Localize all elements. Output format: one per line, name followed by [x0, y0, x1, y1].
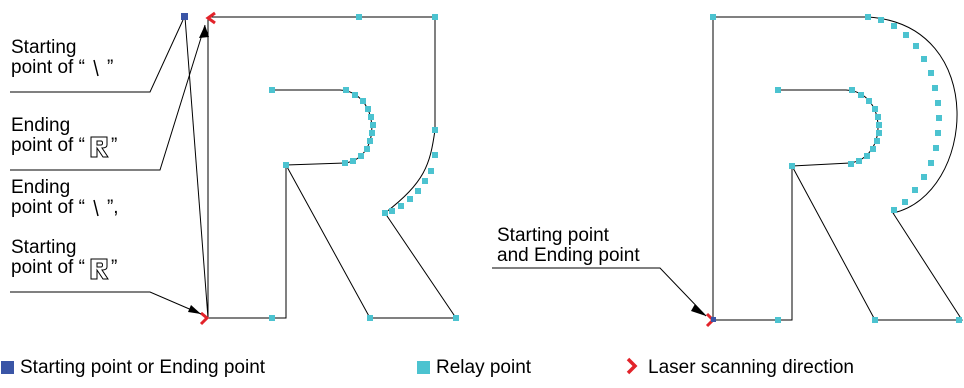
label-right-line2: and Ending point — [497, 245, 640, 266]
label-start-bar-prefix: point of “ — [11, 57, 85, 78]
endpoint-marker-icon — [1, 361, 14, 374]
outline-r-glyph-icon — [85, 258, 111, 280]
right-leader-line — [492, 267, 707, 317]
label-end-bar-prefix: point of “ — [11, 197, 85, 218]
label-start-r: Starting point of “ ” — [11, 237, 118, 280]
label-start-r-suffix: ” — [110, 257, 118, 278]
left-endpoint-marker-icon — [181, 13, 188, 20]
legend-endpoint: Starting point or Ending point — [1, 357, 265, 379]
relay-point-icon — [417, 361, 430, 374]
left-relay-points — [269, 14, 459, 321]
label-right-start-end: Starting point and Ending point — [497, 226, 640, 266]
label-start-r-line2: point of “ ” — [11, 257, 118, 280]
left-leader-arrowheads — [188, 25, 209, 314]
label-end-bar: Ending point of “ ”, — [11, 178, 119, 218]
label-start-bar-line1: Starting — [11, 37, 77, 58]
label-end-r-line2: point of “ ” — [11, 135, 118, 158]
label-end-r-line1: Ending — [11, 115, 71, 136]
label-end-bar-line2: point of “ ”, — [11, 198, 119, 218]
left-bottom-direction-arrow-icon — [199, 311, 210, 326]
bar-glyph-icon — [85, 198, 107, 218]
label-start-bar-line2: point of “ ” — [11, 58, 113, 78]
label-right-line1: Starting point — [497, 225, 609, 246]
left-letter-r-outline — [184, 16, 457, 319]
bar-glyph-icon — [85, 58, 107, 78]
legend-endpoint-label: Starting point or Ending point — [20, 357, 266, 378]
label-start-bar: Starting point of “ ” — [11, 38, 113, 78]
right-relay-points — [710, 14, 962, 323]
legend-relay: Relay point — [417, 357, 531, 379]
scanning-direction-arrow-icon — [626, 357, 638, 375]
label-end-bar-line1: Ending — [11, 177, 71, 198]
legend-relay-label: Relay point — [436, 357, 532, 378]
left-leader-lines — [10, 19, 206, 315]
right-letter-r-outline — [712, 16, 963, 321]
label-end-r-prefix: point of “ — [11, 135, 85, 156]
label-end-r-suffix: ” — [110, 135, 118, 156]
left-top-direction-arrow-icon — [205, 11, 216, 25]
label-start-r-line1: Starting — [11, 237, 77, 258]
right-endpoint-marker-icon — [711, 317, 716, 322]
outline-r-glyph-icon — [85, 136, 111, 158]
legend-direction-label: Laser scanning direction — [648, 357, 854, 378]
label-start-r-prefix: point of “ — [11, 257, 85, 278]
label-end-bar-suffix: ”, — [106, 197, 119, 218]
label-end-r: Ending point of “ ” — [11, 115, 118, 158]
label-start-bar-suffix: ” — [106, 57, 114, 78]
legend-direction: Laser scanning direction — [626, 357, 854, 379]
